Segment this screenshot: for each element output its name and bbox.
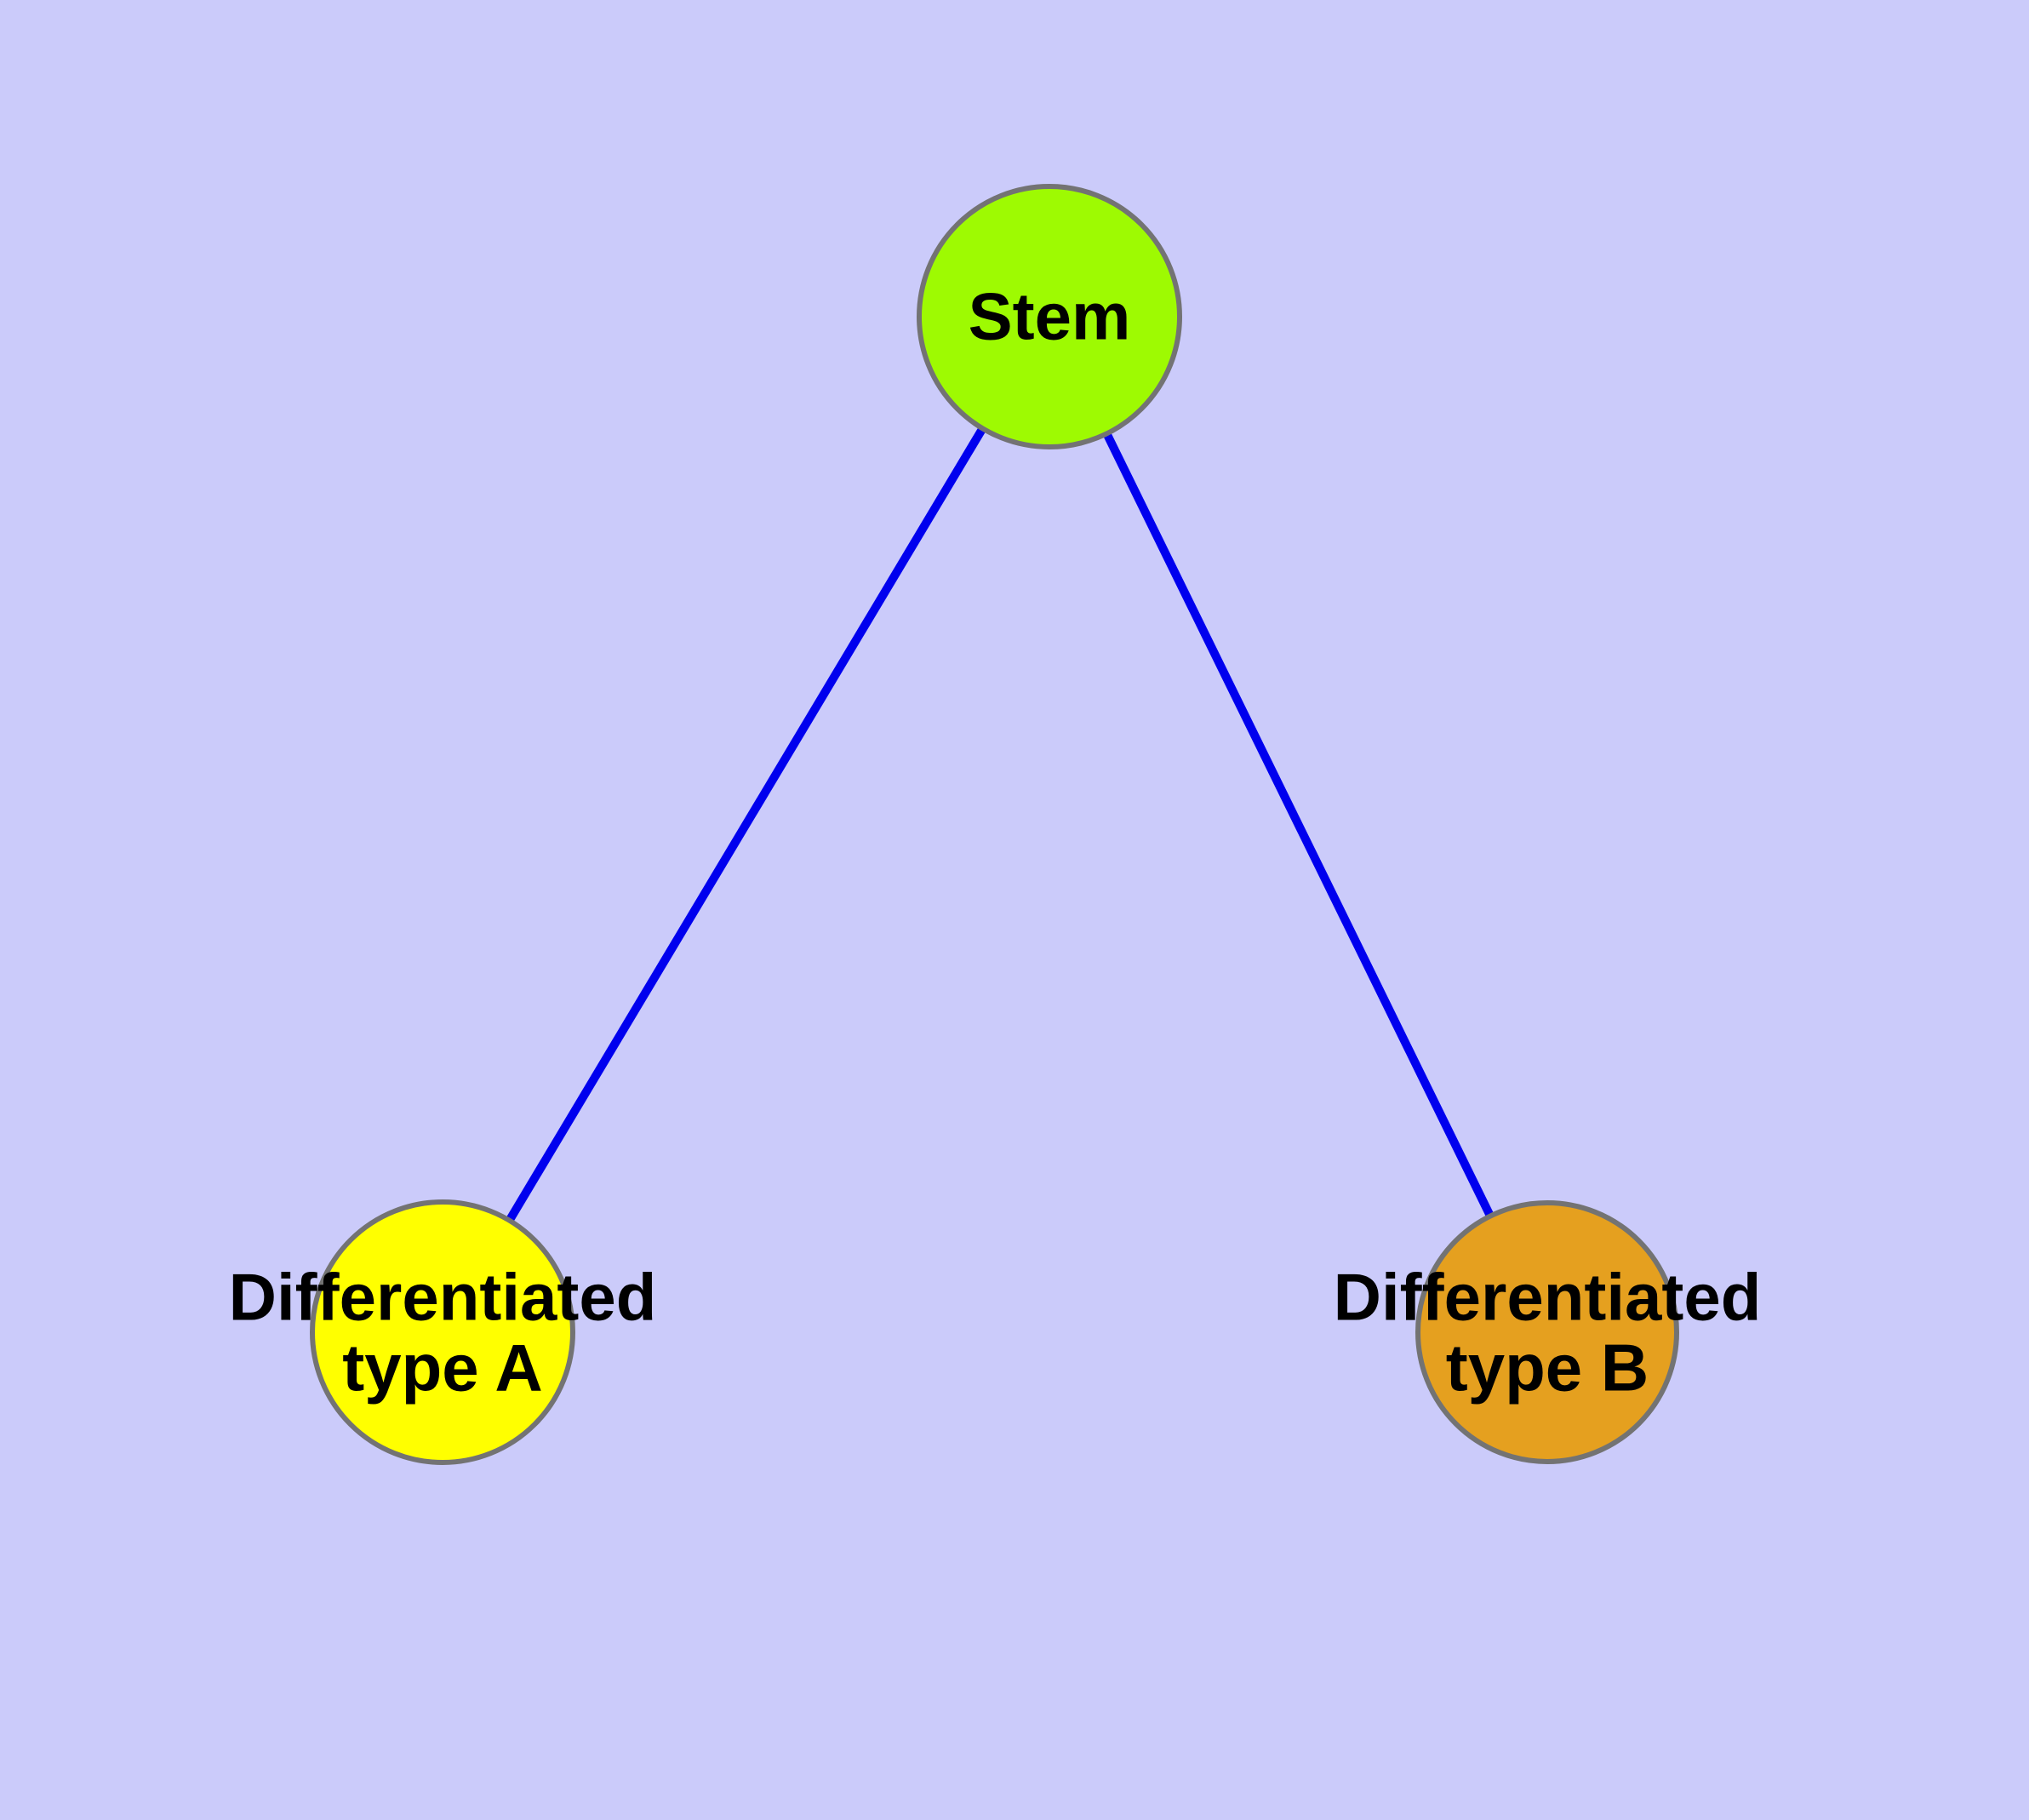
edge-stem-diff-a[interactable]	[505, 425, 987, 1224]
node-circle-stem[interactable]	[917, 184, 1182, 449]
edge-stem-diff-b[interactable]	[1101, 430, 1495, 1220]
node-layer	[310, 184, 1679, 1465]
node-circle-diff_b[interactable]	[1415, 1200, 1679, 1464]
node-circle-diff_a[interactable]	[310, 1199, 575, 1465]
edge-layer	[505, 425, 1495, 1224]
